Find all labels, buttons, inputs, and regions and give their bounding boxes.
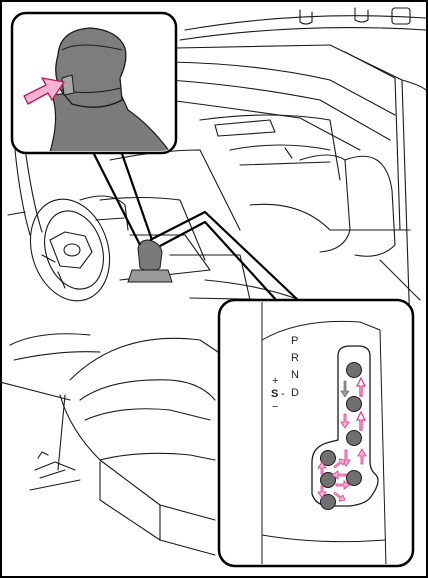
callout-lines: [92, 148, 300, 302]
inset-shift-gate: P R N D + S - −: [219, 300, 413, 566]
gate-label-reverse: R: [291, 352, 299, 364]
gate-label-s: S: [271, 388, 278, 400]
shift-lever-in-car: [128, 240, 172, 282]
inset-shift-knob-detail: [12, 13, 176, 153]
shift-knob-shape: [56, 28, 126, 107]
inset-frame-gate: [219, 300, 413, 566]
gate-dot-neutral: [347, 431, 362, 446]
gate-dot-drive: [347, 471, 362, 486]
gate-label-park: P: [291, 335, 298, 347]
gate-dot-park: [347, 363, 362, 378]
gate-label-dash: -: [281, 388, 285, 400]
gate-label-neutral: N: [291, 369, 299, 381]
gate-label-drive: D: [291, 387, 299, 399]
gate-label-plus: +: [272, 375, 278, 387]
gate-label-minus: −: [272, 401, 278, 413]
gate-dot-reverse: [347, 397, 362, 412]
